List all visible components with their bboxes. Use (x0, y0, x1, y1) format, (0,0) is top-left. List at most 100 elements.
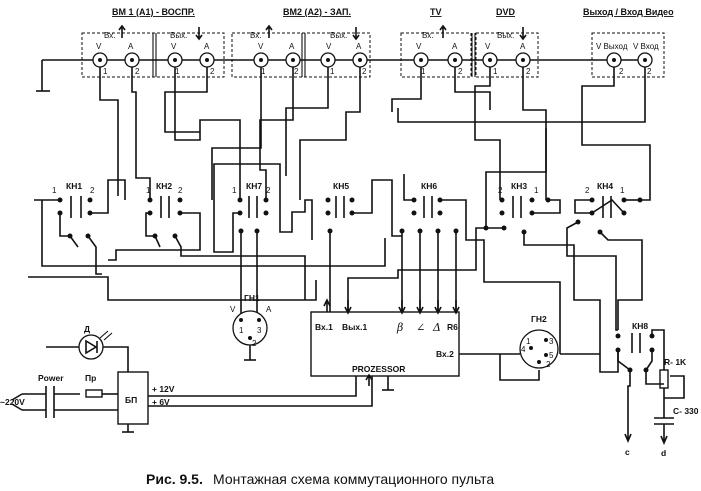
jack-panel-dvd: Вых. V A 1 2 (475, 31, 539, 78)
tv-v-label: V (416, 42, 422, 51)
switch-kn2: КН2 1 2 (146, 181, 183, 239)
mains-label: ~220V (0, 397, 25, 407)
kn8-label: КН8 (632, 321, 648, 331)
dvd-pin2: 2 (526, 67, 531, 76)
gn2-pin1: 1 (526, 337, 531, 346)
jack-panel-vm2: Вх. Вых. V A V A 1 2 1 2 (231, 31, 371, 78)
ground-bus (36, 59, 638, 92)
header-vm1: ВМ 1 (А1) - ВОСПР. (112, 7, 195, 17)
vm2-pin1b: 1 (330, 67, 335, 76)
tv-pin2: 2 (458, 67, 463, 76)
kn2-label: КН2 (156, 181, 172, 191)
led-label: Д (84, 324, 90, 334)
kn7-pin1: 1 (232, 186, 237, 195)
switch-kn5: КН5 (325, 181, 355, 234)
power-section: Д Power Пр ~220V БП + 12V + 6V (0, 324, 175, 433)
gn2-pin4: 4 (521, 345, 526, 354)
processor-in2-label: Вх.2 (436, 349, 454, 359)
din-connector-gn2: ГН2 1 3 4 5 2 (499, 314, 600, 381)
vm2-in-a-label: A (289, 42, 295, 51)
signal-arrows (118, 24, 527, 41)
tv-a-label: A (452, 42, 458, 51)
gn1-pin1: 1 (239, 326, 244, 335)
kn6-label: КН6 (421, 181, 437, 191)
kn1-label: КН1 (66, 181, 82, 191)
processor-block: Вх.1 Вых.1 β ∠ Δ R6 Вх.2 PROZESSOR (148, 298, 500, 407)
kn5-label: КН5 (333, 181, 349, 191)
kn7-label: КН7 (246, 181, 262, 191)
vm1-in-a-label: A (128, 42, 134, 51)
switch-kn3: КН3 2 1 (483, 181, 551, 235)
vm2-in-v-label: V (258, 42, 264, 51)
vm1-pin2: 2 (135, 67, 140, 76)
video-in-label: V Вход (633, 42, 659, 51)
kn7-pin2: 2 (266, 186, 271, 195)
gn1-pin2: 2 (252, 339, 257, 348)
jack-panel-video: V Выход V Вход 2 2 (591, 32, 665, 78)
kn4-pin2: 2 (585, 186, 590, 195)
processor-r6-label: R6 (447, 322, 458, 332)
switch-kn6: КН6 (399, 181, 459, 234)
kn2-pin1: 1 (146, 186, 151, 195)
jack-panel-vm1: Вх. Вых. V A V A 1 2 1 2 (81, 31, 225, 78)
processor-alpha-label: ∠ (416, 321, 425, 334)
kn3-pin1: 1 (534, 186, 539, 195)
vm1-out-a-label: A (204, 42, 210, 51)
header-video: Выход / Вход Видео (583, 7, 674, 17)
video-pin2b: 2 (647, 67, 652, 76)
fuse-label: Пр (85, 373, 96, 383)
resistor-label: R- 1K (664, 357, 687, 367)
gn2-pin5: 5 (549, 351, 554, 360)
terminal-d: d (661, 448, 666, 458)
video-out-label: V Выход (596, 42, 628, 51)
gn1-a-label: A (266, 305, 272, 314)
processor-beta-label: β (396, 321, 403, 334)
psu-label: БП (125, 395, 137, 405)
capacitor-label: C- 330 (673, 406, 699, 416)
vm2-in-label: Вх. (250, 31, 261, 40)
tv-in-label: Вх. (422, 31, 433, 40)
switch-kn4: КН4 2 1 (575, 181, 643, 235)
gn1-label: ГН1 (244, 293, 260, 303)
power-switch-label: Power (38, 373, 64, 383)
switch-kn1: КН1 1 2 (52, 181, 95, 239)
terminal-c: c (625, 447, 630, 457)
vm1-pin1b: 1 (175, 67, 180, 76)
kn4-label: КН4 (597, 181, 613, 191)
kn1-pin1: 1 (52, 186, 57, 195)
vm2-pin2b: 2 (362, 67, 367, 76)
v6-label: + 6V (152, 397, 170, 407)
kn3-label: КН3 (511, 181, 527, 191)
gn2-pin2: 2 (546, 360, 551, 369)
switch-kn7: КН7 1 2 (232, 181, 271, 234)
vm1-out-v-label: V (171, 42, 177, 51)
processor-in1-label: Вх.1 (315, 322, 333, 332)
vm2-out-a-label: A (356, 42, 362, 51)
header-tv: TV (430, 7, 442, 17)
vm1-pin2b: 2 (210, 67, 215, 76)
gn1-v-label: V (230, 305, 236, 314)
vm2-out-label: Вых. (330, 31, 347, 40)
din-connector-gn1: ГН1 V A 1 3 2 (230, 293, 272, 361)
switch-kn8-rc: КН8 c R- 1K C- 330 d (599, 321, 699, 458)
gn2-label: ГН2 (531, 314, 547, 324)
caption-number: Рис. 9.5. (146, 471, 203, 487)
dvd-pin1: 1 (493, 67, 498, 76)
kn4-pin1: 1 (620, 186, 625, 195)
v12-label: + 12V (152, 384, 175, 394)
dvd-out-label: Вых. (497, 31, 514, 40)
vm1-in-v-label: V (96, 42, 102, 51)
dvd-v-label: V (485, 42, 491, 51)
processor-out1-label: Вых.1 (342, 322, 367, 332)
kn1-pin2: 2 (90, 186, 95, 195)
wiring (28, 67, 651, 354)
gn1-pin3: 3 (257, 326, 262, 335)
vm2-pin2: 2 (294, 67, 299, 76)
tv-pin1: 1 (421, 67, 426, 76)
header-dvd: DVD (496, 7, 516, 17)
vm1-in-label: Вх. (104, 31, 115, 40)
vm1-pin1: 1 (103, 67, 108, 76)
vm2-out-v-label: V (326, 42, 332, 51)
caption-text: Монтажная схема коммутационного пульта (213, 471, 494, 487)
